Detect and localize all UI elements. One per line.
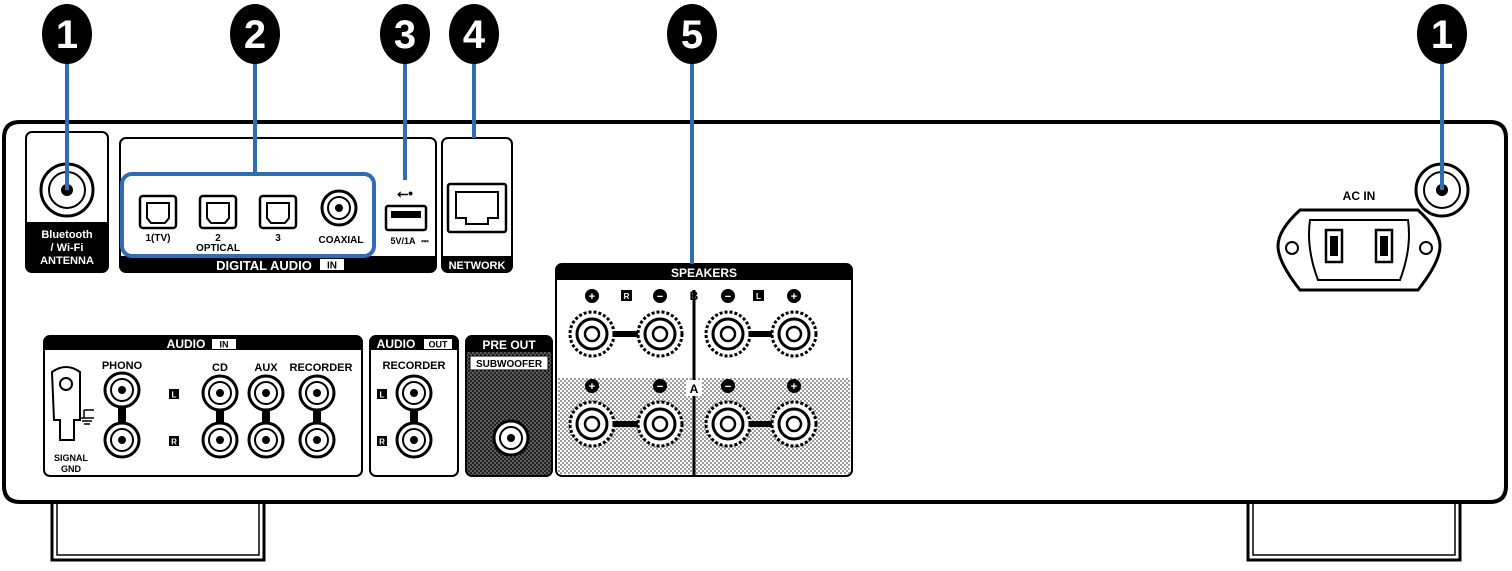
callout-lines [65, 60, 1444, 264]
usb-icon: ⭠• [397, 185, 413, 201]
svg-text:1: 1 [1431, 13, 1453, 57]
speaker-ch-right-label: R [624, 292, 630, 301]
rca-recorder-in-right[interactable] [298, 421, 336, 459]
svg-text:5: 5 [681, 13, 703, 57]
audio-out-label-recorder: RECORDER [383, 360, 446, 372]
digital-port-label-3: 3 [275, 233, 281, 244]
speakers-row-a-label: A [690, 382, 699, 396]
audio-in-badge: IN [220, 340, 229, 350]
speaker-plus-bl: + [791, 291, 797, 303]
audio-out-ch-right: R [379, 438, 385, 447]
speaker-terminal-a-l-minus[interactable] [704, 400, 752, 448]
signal-gnd-terminal[interactable] [50, 366, 94, 441]
speaker-minus-bl: − [725, 291, 731, 303]
antenna-label-line3: ANTENNA [40, 255, 94, 267]
rca-subwoofer-out[interactable] [492, 419, 530, 457]
antenna-label-line2: / Wi-Fi [51, 242, 84, 254]
svg-text:3: 3 [394, 13, 416, 57]
usb-port[interactable] [384, 204, 428, 232]
speaker-terminal-a-l-plus[interactable] [770, 400, 818, 448]
network-block: NETWORK [441, 137, 513, 273]
speaker-terminals [592, 331, 794, 427]
audio-out-ch-left: L [380, 391, 385, 400]
speaker-terminal-a-r-plus[interactable] [568, 400, 616, 448]
signal-gnd-label-line2: GND [61, 464, 82, 474]
pre-out-block: PRE OUT SUBWOOFER [465, 335, 553, 477]
speaker-terminal-b-r-minus[interactable] [636, 310, 684, 358]
speaker-terminal-b-l-plus[interactable] [770, 310, 818, 358]
ac-inlet[interactable] [1276, 208, 1442, 292]
right-foot [1246, 502, 1462, 562]
callout-4: 4 [449, 4, 499, 64]
usb-dc-symbol: ⎓ [421, 236, 429, 246]
speakers-row-b-label: B [690, 289, 699, 303]
callout-3: 3 [380, 4, 430, 64]
rca-aux-left[interactable] [247, 374, 285, 412]
speaker-plus-br: + [589, 291, 595, 303]
speaker-terminal-b-r-plus[interactable] [568, 310, 616, 358]
digital-port-label-coaxial: COAXIAL [319, 235, 364, 246]
rca-cd-left[interactable] [201, 374, 239, 412]
callout-2: 2 [230, 4, 280, 64]
rca-recorder-in-left[interactable] [298, 374, 336, 412]
callout-5: 5 [667, 4, 717, 64]
rca-cd-right[interactable] [201, 421, 239, 459]
speaker-minus-br: − [657, 291, 663, 303]
coaxial-port[interactable] [320, 189, 358, 227]
speaker-ch-left-label: L [756, 292, 761, 301]
svg-text:1: 1 [56, 13, 78, 57]
rca-recorder-out-left[interactable] [395, 374, 433, 412]
usb-label: 5V/1A [390, 236, 416, 246]
audio-in-label-aux: AUX [254, 362, 278, 374]
ac-in-label: AC IN [1343, 189, 1376, 203]
svg-text:4: 4 [463, 13, 486, 57]
svg-text:2: 2 [244, 13, 266, 57]
speaker-minus-al: − [725, 381, 731, 393]
optical-port-3[interactable] [258, 194, 298, 230]
rca-phono-right[interactable] [103, 421, 141, 459]
optical-port-2[interactable] [198, 194, 238, 230]
digital-audio-label: DIGITAL AUDIO [216, 258, 312, 273]
ac-in-block: AC IN [1276, 189, 1442, 292]
speaker-plus-al: + [791, 381, 797, 393]
left-foot [50, 502, 266, 562]
optical-port-1[interactable] [138, 194, 178, 230]
rca-recorder-out-right[interactable] [395, 421, 433, 459]
signal-gnd-label-line1: SIGNAL [54, 453, 89, 463]
callout-1-right: 1 [1417, 4, 1467, 64]
network-label: NETWORK [449, 260, 506, 272]
rca-phono-left[interactable] [103, 371, 141, 436]
digital-optical-label: OPTICAL [196, 243, 240, 254]
audio-in-title: AUDIO [167, 337, 206, 351]
rca-aux-right[interactable] [247, 421, 285, 459]
ethernet-port[interactable] [446, 182, 508, 234]
audio-out-title: AUDIO [377, 337, 416, 351]
audio-in-ch-left: L [172, 391, 177, 400]
digital-audio-callout-frame [120, 172, 376, 258]
callout-1-left: 1 [42, 4, 92, 64]
audio-in-ch-right: R [171, 438, 177, 447]
speaker-plus-ar: + [589, 381, 595, 393]
digital-audio-badge: IN [327, 261, 337, 272]
digital-port-label-1: 1(TV) [146, 233, 171, 244]
audio-out-badge: OUT [429, 340, 449, 350]
speaker-minus-ar: − [657, 381, 663, 393]
speaker-terminal-b-l-minus[interactable] [704, 310, 752, 358]
digital-port-label-2: 2 [215, 233, 221, 244]
usb-block: ⭠• 5V/1A ⎓ [384, 185, 429, 246]
speaker-terminal-a-r-minus[interactable] [636, 400, 684, 448]
pre-out-subwoofer-label: SUBWOOFER [476, 359, 543, 370]
audio-in-label-cd: CD [212, 362, 228, 374]
audio-in-label-phono: PHONO [102, 360, 143, 372]
pre-out-title: PRE OUT [482, 338, 536, 352]
speakers-title: SPEAKERS [671, 266, 737, 280]
antenna-label-line1: Bluetooth [41, 229, 93, 241]
audio-in-label-recorder: RECORDER [290, 362, 353, 374]
